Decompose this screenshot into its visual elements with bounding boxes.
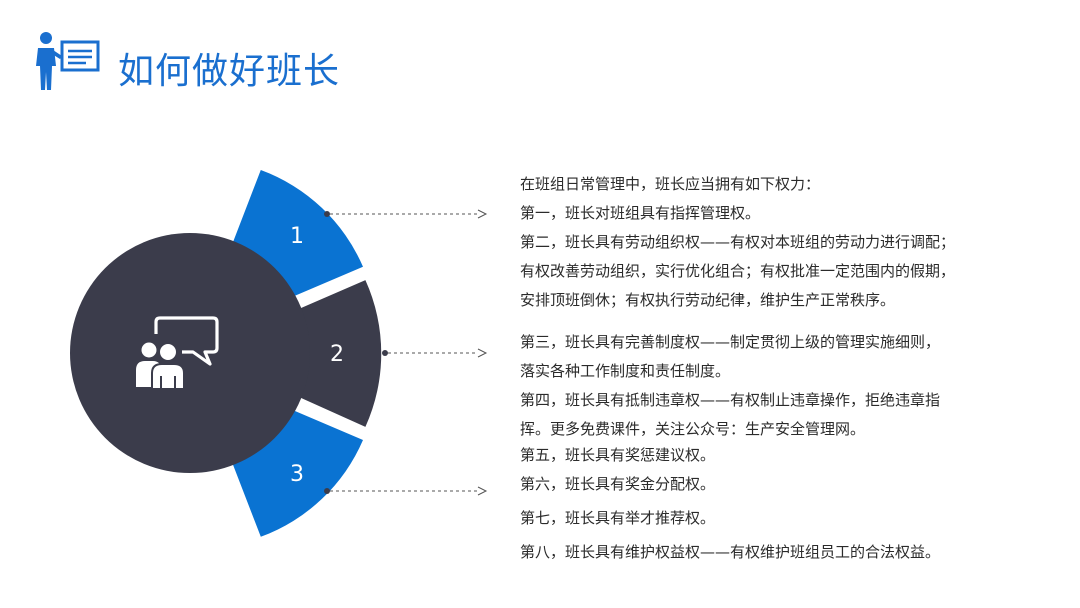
text-line: 第一，班长对班组具有指挥管理权。: [520, 204, 761, 222]
chat-users-icon: [136, 316, 219, 390]
segment-2: [287, 280, 382, 427]
text-line: 落实各种工作制度和责任制度。: [520, 362, 731, 380]
text-line: 在班组日常管理中，班长应当拥有如下权力：: [520, 175, 821, 193]
segment-2-number: 2: [330, 342, 344, 367]
text-line: 第六，班长具有奖金分配权。: [520, 475, 716, 493]
segment-3-number: 3: [290, 462, 304, 487]
text-block-2: 第三，班长具有完善制度权——制定贯彻上级的管理实施细则， 落实各种工作制度和责任…: [520, 328, 1060, 444]
page-title: 如何做好班长: [118, 51, 341, 92]
text-line: 安排顶班倒休；有权执行劳动纪律，维护生产正常秩序。: [520, 291, 896, 309]
text-line: 挥。更多免费课件，关注公众号：生产安全管理网。: [520, 420, 866, 438]
text-line: 第四，班长具有抵制违章权——有权制止违章操作，拒绝违章指: [520, 391, 941, 409]
text-line: 第八，班长具有维护权益权——有权维护班组员工的合法权益。: [520, 543, 941, 561]
slide-header: 如何做好班长: [34, 30, 734, 100]
text-block-1: 在班组日常管理中，班长应当拥有如下权力： 第一，班长对班组具有指挥管理权。 第二…: [520, 170, 1060, 315]
text-line: 有权改善劳动组织，实行优化组合；有权批准一定范围内的假期，: [520, 262, 956, 280]
text-block-3: 第五，班长具有奖惩建议权。 第六，班长具有奖金分配权。 第七，班长具有举才推荐权…: [520, 443, 1060, 569]
segment-1-number: 1: [290, 224, 304, 249]
text-line: 第七，班长具有举才推荐权。: [520, 509, 716, 527]
text-line: 第二，班长具有劳动组织权——有权对本班组的劳动力进行调配；: [520, 233, 956, 251]
connector-2: [382, 348, 488, 358]
presenter-board-icon: [36, 32, 100, 90]
connector-3: [324, 486, 488, 496]
text-line: 第三，班长具有完善制度权——制定贯彻上级的管理实施细则，: [520, 333, 941, 351]
text-line: 第五，班长具有奖惩建议权。: [520, 446, 716, 464]
connector-1: [324, 209, 488, 219]
